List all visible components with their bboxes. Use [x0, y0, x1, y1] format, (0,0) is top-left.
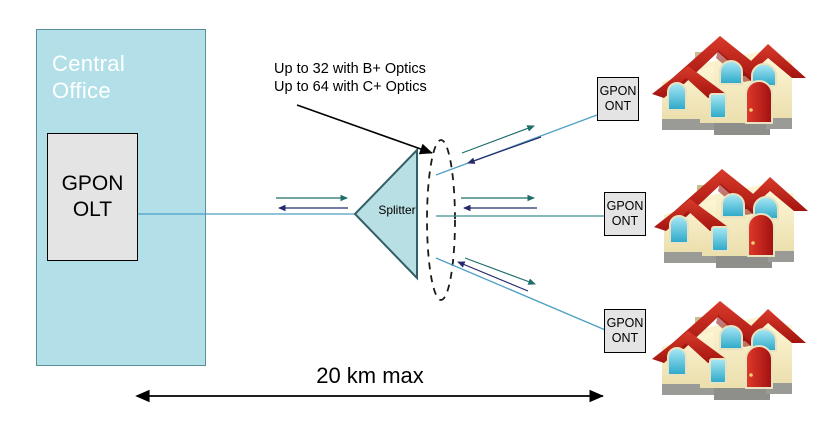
- gpon-ont-1-line2: ONT: [604, 99, 632, 113]
- branch1-upstream-arrow: [467, 136, 542, 164]
- annotation-pointer-arrow: [296, 104, 433, 155]
- distribution-fiber-3: [435, 257, 611, 333]
- subscriber-house-1: [651, 35, 807, 136]
- gpon-ont-box-1: GPON ONT: [597, 77, 639, 121]
- splitter-label: Splitter: [378, 203, 416, 217]
- gpon-ont-box-2: GPON ONT: [604, 192, 646, 236]
- gpon-ont-2-line2: ONT: [611, 214, 639, 228]
- gpon-ont-3-line1: GPON: [606, 316, 644, 330]
- gpon-olt-label-line1: GPON: [61, 172, 124, 195]
- gpon-olt-box: GPON OLT: [47, 133, 138, 261]
- gpon-ont-2-line1: GPON: [606, 199, 644, 213]
- branch3-upstream-arrow: [457, 261, 529, 292]
- gpon-ont-3-line2: ONT: [611, 331, 639, 345]
- distribution-fiber-1: [435, 114, 598, 176]
- subscriber-house-3: [651, 300, 807, 401]
- branch1-downstream-arrow: [461, 125, 535, 154]
- gpon-ont-box-3: GPON ONT: [604, 309, 646, 353]
- gpon-ont-1-line1: GPON: [599, 84, 637, 98]
- subscriber-house-2: [653, 168, 809, 269]
- gpon-olt-label-line2: OLT: [72, 198, 113, 221]
- central-office-label: Central Office: [52, 51, 126, 103]
- branch3-downstream-arrow: [464, 257, 536, 285]
- distance-label: 20 km max: [316, 363, 424, 388]
- split-point-ellipse: [426, 139, 456, 301]
- optics-capacity-note: Up to 32 with B+ Optics Up to 64 with C+…: [274, 61, 427, 95]
- splitter-triangle: [353, 147, 418, 281]
